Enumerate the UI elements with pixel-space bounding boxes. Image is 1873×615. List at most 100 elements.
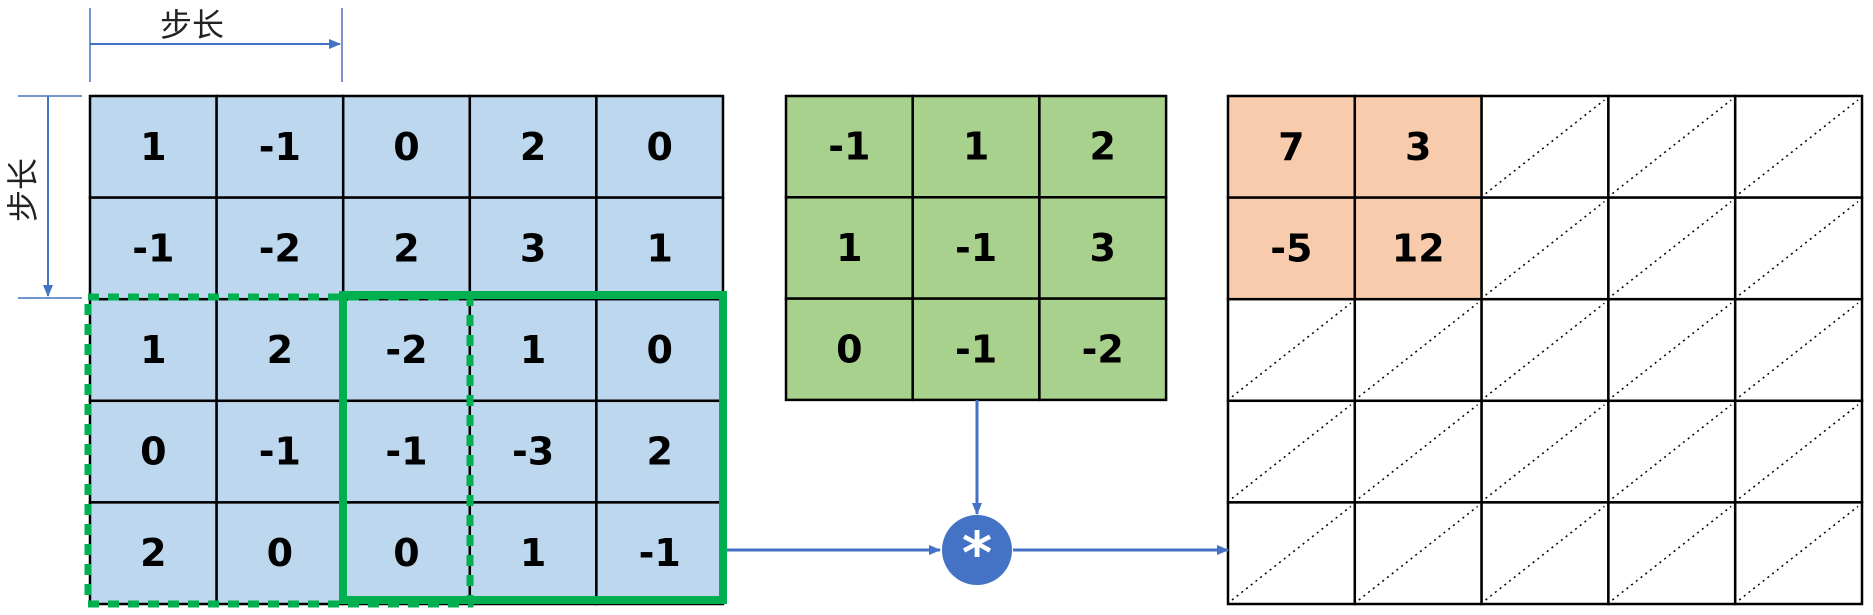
vertical-stride-indicator: 步长 bbox=[4, 95, 82, 299]
output_matrix-cell-bg bbox=[1733, 94, 1864, 199]
kernel_matrix-cell: 0 bbox=[784, 297, 914, 402]
output_matrix-cell bbox=[1607, 399, 1737, 504]
input_matrix-cell: 2 bbox=[341, 196, 472, 301]
kernel-matrix: -1 1 2 1 -1 3 0 -1 -2 bbox=[784, 94, 1168, 402]
kernel_matrix-cell-bg bbox=[911, 94, 1041, 199]
kernel_matrix-cell-value: 3 bbox=[1090, 226, 1116, 270]
input_matrix-cell-value: 2 bbox=[520, 125, 546, 169]
output_matrix-cell bbox=[1607, 501, 1737, 606]
kernel_matrix-cell: -1 bbox=[911, 297, 1041, 402]
input_matrix-cell-bg bbox=[215, 196, 345, 301]
input_matrix-cell-value: 1 bbox=[140, 125, 166, 169]
input_matrix-cell: -1 bbox=[88, 196, 218, 301]
input_matrix-cell: 0 bbox=[88, 399, 218, 504]
output_matrix-cell bbox=[1733, 94, 1864, 199]
input_matrix-cell-value: -2 bbox=[385, 328, 427, 372]
input_matrix-cell-value: 1 bbox=[520, 328, 546, 372]
output_matrix-cell bbox=[1226, 399, 1357, 504]
output_matrix-cell bbox=[1733, 501, 1864, 606]
input_matrix-cell-value: -1 bbox=[639, 531, 681, 575]
output_matrix-empty-cell-diagonal bbox=[1485, 404, 1605, 499]
input_matrix-cell-bg bbox=[341, 399, 472, 504]
kernel_matrix-cell-value: 1 bbox=[963, 125, 989, 169]
kernel_matrix-cell-value: -1 bbox=[828, 125, 870, 169]
input_matrix-cell: -1 bbox=[595, 501, 725, 606]
input_matrix-cell: 2 bbox=[88, 501, 218, 606]
current-window bbox=[339, 291, 727, 604]
output_matrix-cell-value: 3 bbox=[1405, 125, 1431, 169]
input_matrix-cell-value: -2 bbox=[259, 226, 301, 270]
input_matrix-cell-value: 1 bbox=[646, 226, 672, 270]
input_matrix-cell-bg bbox=[595, 94, 725, 199]
convolution-operator: * bbox=[942, 515, 1012, 587]
input_matrix-cell-bg bbox=[595, 196, 725, 301]
kernel_matrix-cell: -1 bbox=[911, 196, 1041, 300]
output_matrix-cell-bg bbox=[1226, 94, 1357, 199]
horizontal-stride-indicator: 步长 bbox=[89, 6, 343, 82]
input_matrix-cell-value: -1 bbox=[385, 430, 427, 474]
output_matrix-cell: -5 bbox=[1226, 196, 1357, 301]
input_matrix-cell-bg bbox=[341, 297, 472, 403]
input_matrix-cell: 2 bbox=[595, 399, 725, 504]
kernel_matrix-cell: 1 bbox=[911, 94, 1041, 199]
output_matrix-empty-cell-diagonal bbox=[1611, 505, 1732, 601]
kernel_matrix-cell-value: -1 bbox=[955, 226, 997, 270]
kernel_matrix-cell: 1 bbox=[784, 196, 914, 300]
input_matrix-cell: 0 bbox=[215, 501, 345, 606]
input_matrix-cell-value: 2 bbox=[393, 226, 419, 270]
output_matrix-cell-bg bbox=[1480, 501, 1610, 606]
output_matrix-cell bbox=[1733, 297, 1864, 403]
output_matrix-empty-cell-diagonal bbox=[1358, 505, 1479, 601]
output_matrix-cell bbox=[1353, 297, 1483, 403]
input_matrix-cell: 2 bbox=[468, 94, 598, 199]
output_matrix-cell-bg bbox=[1733, 501, 1864, 606]
input_matrix-cell: -2 bbox=[341, 297, 472, 403]
input_matrix-cell-value: -1 bbox=[259, 125, 301, 169]
output_matrix-cell-bg bbox=[1226, 196, 1357, 301]
output_matrix-cell-value: 7 bbox=[1278, 125, 1304, 169]
input_matrix-cell-value: 2 bbox=[267, 328, 293, 372]
input_matrix-cell: 1 bbox=[88, 94, 218, 199]
horizontal-stride-label: 步长 bbox=[160, 6, 224, 44]
input_matrix-cell-bg bbox=[215, 399, 345, 504]
output_matrix-cell-value: -5 bbox=[1270, 226, 1312, 270]
kernel_matrix-cell-value: -1 bbox=[955, 327, 997, 371]
output_matrix-empty-cell-diagonal bbox=[1611, 99, 1732, 195]
output_matrix-cell bbox=[1480, 399, 1610, 504]
output_matrix-empty-cell-diagonal bbox=[1738, 302, 1859, 398]
input_matrix-cell-bg bbox=[468, 94, 598, 199]
kernel_matrix-cell-value: 0 bbox=[836, 327, 862, 371]
kernel_matrix-cell: 2 bbox=[1038, 94, 1168, 199]
input_matrix-cell-bg bbox=[468, 297, 598, 403]
input_matrix-cell-value: -1 bbox=[132, 226, 174, 270]
output_matrix-empty-cell-diagonal bbox=[1231, 404, 1352, 499]
input_matrix-cell-value: 0 bbox=[646, 125, 672, 169]
output_matrix-empty-cell-diagonal bbox=[1358, 302, 1479, 398]
output_matrix-cell bbox=[1480, 196, 1610, 301]
kernel_matrix-cell-bg bbox=[784, 94, 914, 199]
input_matrix-cell: 1 bbox=[468, 501, 598, 606]
output_matrix-cell-bg bbox=[1226, 399, 1357, 504]
output_matrix-empty-cell-diagonal bbox=[1738, 201, 1859, 296]
input_matrix-cell: -2 bbox=[215, 196, 345, 301]
kernel_matrix-cell: -2 bbox=[1038, 297, 1168, 402]
input_matrix-cell-value: 2 bbox=[646, 430, 672, 474]
kernel_matrix-cell-bg bbox=[1038, 94, 1168, 199]
output_matrix-empty-cell-diagonal bbox=[1738, 505, 1859, 601]
input_matrix-cell: 3 bbox=[468, 196, 598, 301]
output_matrix-empty-cell-diagonal bbox=[1611, 404, 1732, 499]
output_matrix-cell-bg bbox=[1480, 399, 1610, 504]
input_matrix-cell-value: 0 bbox=[393, 125, 419, 169]
input_matrix-cell-value: 1 bbox=[520, 531, 546, 575]
input_matrix-cell: -1 bbox=[215, 94, 345, 199]
output_matrix-cell bbox=[1226, 297, 1357, 403]
input_matrix-cell-bg bbox=[88, 297, 218, 403]
vertical-stride-label: 步长 bbox=[4, 158, 42, 222]
kernel_matrix-cell-value: -2 bbox=[1082, 327, 1124, 371]
output_matrix-cell bbox=[1607, 94, 1737, 199]
output_matrix-cell bbox=[1480, 297, 1610, 403]
input_matrix-cell: -3 bbox=[468, 399, 598, 504]
input_matrix-cell-bg bbox=[88, 196, 218, 301]
output_matrix-cell bbox=[1480, 94, 1610, 199]
